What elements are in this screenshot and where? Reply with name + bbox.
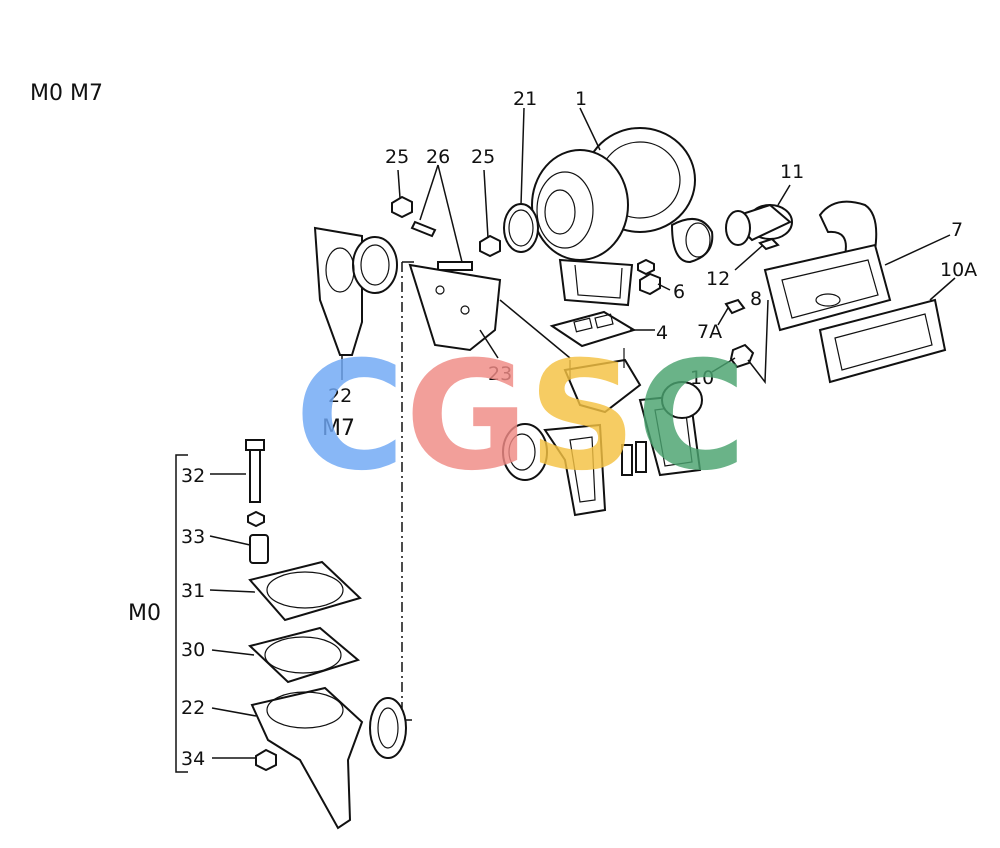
callout-26: 26: [426, 146, 450, 168]
part-10a-gasket: [818, 298, 947, 384]
part-22-m7-elbow: [313, 226, 398, 356]
watermark-letter: C: [295, 330, 405, 504]
callout-11: 11: [780, 161, 804, 183]
part-23-bracket: [408, 263, 502, 352]
callout-10a: 10A: [940, 259, 977, 281]
callout-6: 6: [673, 281, 685, 303]
watermark-letter: S: [528, 330, 636, 504]
callout-22-m0: 22: [181, 697, 205, 719]
callout-32: 32: [181, 465, 205, 487]
part-22-m0-elbow: [250, 686, 407, 830]
part-7-pipe: [763, 200, 892, 332]
part-32-washer: [247, 510, 265, 528]
part-21-ring: [503, 203, 539, 253]
turbocharger: [531, 127, 714, 307]
callout-10: 10: [690, 367, 714, 389]
group-label-m0: M0: [128, 601, 161, 626]
watermark-letter: G: [405, 330, 528, 504]
watermark-logo: CGSC: [295, 330, 746, 504]
callouts: 1 21 25 26 25 11 7 10A 12 6 8 4 7A 10 23…: [128, 88, 977, 770]
part-33-sleeve: [249, 534, 269, 564]
callout-22-m7: 22: [328, 385, 352, 407]
part-7a-plug: [724, 298, 746, 315]
callout-7a: 7A: [697, 321, 722, 343]
callout-34: 34: [181, 748, 205, 770]
part-6-nut: [639, 272, 661, 296]
callout-4: 4: [656, 322, 668, 344]
callout-21: 21: [513, 88, 537, 110]
callout-25-left: 25: [385, 146, 409, 168]
part-32-bolt: [245, 439, 265, 503]
m0-group-bracket: [175, 454, 188, 773]
part-34-plug: [255, 748, 277, 772]
part-30-gasket: [247, 626, 361, 684]
callout-1: 1: [575, 88, 587, 110]
part-31-flange: [248, 560, 362, 622]
part-25-nut-right: [479, 234, 501, 258]
callout-23: 23: [488, 363, 512, 385]
callout-7: 7: [951, 219, 963, 241]
leader-lines: [209, 107, 956, 759]
model-header: M0 M7: [30, 81, 103, 106]
callout-8: 8: [750, 288, 762, 310]
part-11-hose: [725, 203, 793, 246]
part-6-washer: [637, 258, 655, 276]
exhaust-manifold-section: [502, 348, 703, 517]
connection-line: [401, 262, 412, 721]
part-10-fitting: [729, 343, 755, 369]
callout-25-right: 25: [471, 146, 495, 168]
part-26-stud-a: [410, 220, 437, 238]
callout-33: 33: [181, 526, 205, 548]
group-label-m7: M7: [322, 416, 355, 441]
callout-31: 31: [181, 580, 205, 602]
part-25-nut-left: [391, 195, 413, 219]
part-26-stud-b: [437, 261, 473, 271]
bracket-line-8: [747, 299, 769, 385]
callout-12: 12: [706, 268, 730, 290]
part-12-clamp: [758, 237, 780, 251]
watermark-letter: C: [636, 330, 746, 504]
callout-30: 30: [181, 639, 205, 661]
